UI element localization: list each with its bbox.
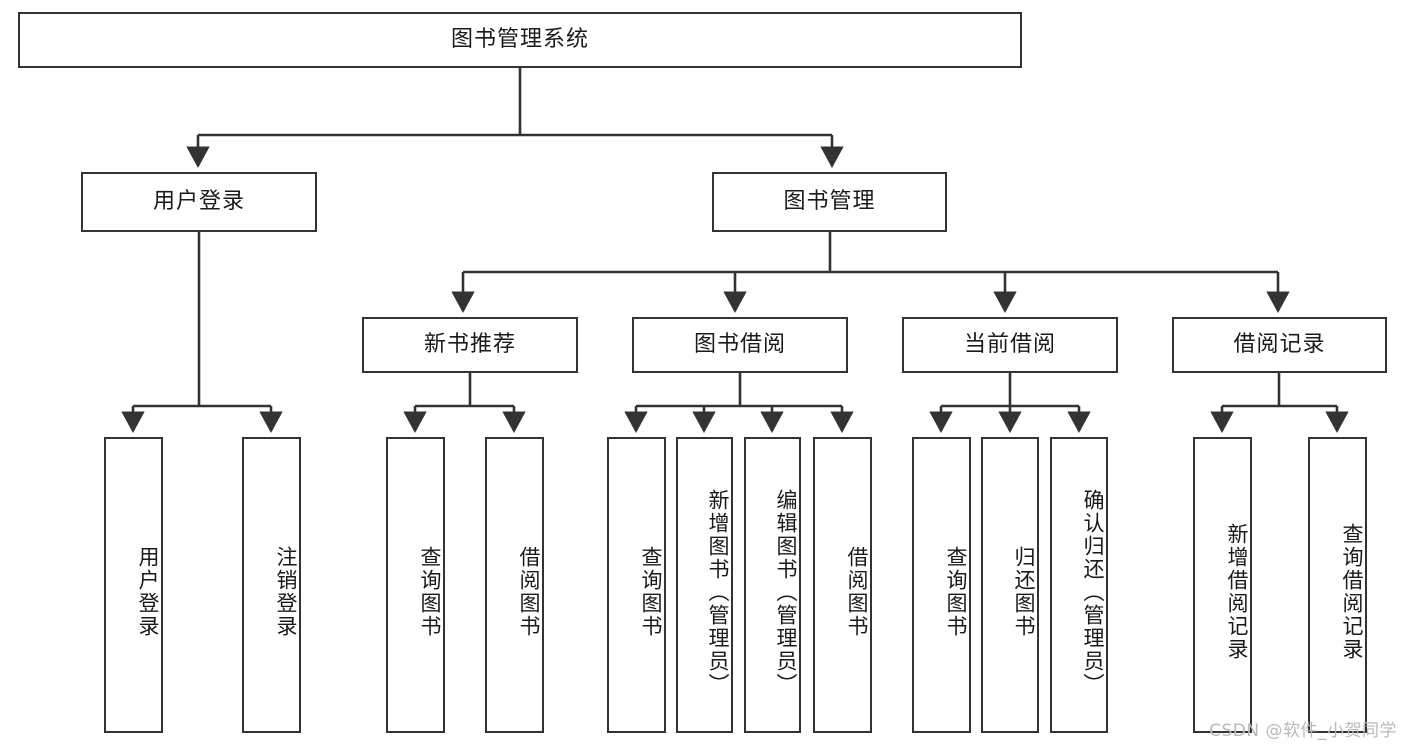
node-label: 查询借阅记录 — [1340, 523, 1364, 661]
node-leaf-borrow-book-1[interactable]: 借阅图书 — [485, 437, 544, 733]
node-label: 确认归还（管理员） — [1081, 488, 1105, 696]
node-new-book-recommend[interactable]: 新书推荐 — [362, 317, 578, 373]
node-leaf-return-book[interactable]: 归还图书 — [981, 437, 1039, 733]
node-current-borrow[interactable]: 当前借阅 — [902, 317, 1118, 373]
node-leaf-logout-login[interactable]: 注销登录 — [242, 437, 301, 733]
node-label: 新书推荐 — [423, 331, 516, 357]
node-leaf-add-borrow-record[interactable]: 新增借阅记录 — [1193, 437, 1252, 733]
node-label: 查询图书 — [639, 546, 663, 638]
node-label: 查询图书 — [944, 546, 968, 638]
node-label: 图书管理系统 — [450, 26, 589, 52]
watermark: CSDN @软件_小贺同学 — [1209, 721, 1397, 741]
node-label: 新增借阅记录 — [1225, 523, 1249, 661]
node-label: 编辑图书（管理员） — [774, 488, 798, 696]
node-label: 当前借阅 — [963, 331, 1056, 357]
node-user-login[interactable]: 用户登录 — [81, 172, 317, 232]
node-leaf-query-book-2[interactable]: 查询图书 — [607, 437, 666, 733]
node-label: 用户登录 — [152, 188, 245, 214]
node-label: 查询图书 — [418, 546, 442, 638]
node-borrow-record[interactable]: 借阅记录 — [1172, 317, 1387, 373]
node-leaf-confirm-return-admin[interactable]: 确认归还（管理员） — [1050, 437, 1108, 733]
node-book-management-system[interactable]: 图书管理系统 — [18, 12, 1022, 68]
node-book-borrow[interactable]: 图书借阅 — [632, 317, 848, 373]
node-label: 图书借阅 — [693, 331, 786, 357]
node-label: 归还图书 — [1012, 546, 1036, 638]
node-label: 注销登录 — [274, 546, 298, 638]
node-leaf-query-book-3[interactable]: 查询图书 — [912, 437, 971, 733]
node-leaf-edit-book-admin[interactable]: 编辑图书（管理员） — [744, 437, 801, 733]
node-label: 借阅记录 — [1233, 331, 1326, 357]
node-leaf-borrow-book-2[interactable]: 借阅图书 — [813, 437, 872, 733]
node-leaf-add-book-admin[interactable]: 新增图书（管理员） — [676, 437, 733, 733]
node-label: 借阅图书 — [517, 546, 541, 638]
node-label: 用户登录 — [136, 546, 160, 638]
node-label: 新增图书（管理员） — [706, 488, 730, 696]
node-label: 图书管理 — [783, 188, 876, 214]
node-leaf-user-login[interactable]: 用户登录 — [104, 437, 163, 733]
node-leaf-query-borrow-record[interactable]: 查询借阅记录 — [1308, 437, 1367, 733]
node-label: 借阅图书 — [845, 546, 869, 638]
node-leaf-query-book-1[interactable]: 查询图书 — [386, 437, 445, 733]
node-book-management[interactable]: 图书管理 — [712, 172, 947, 232]
